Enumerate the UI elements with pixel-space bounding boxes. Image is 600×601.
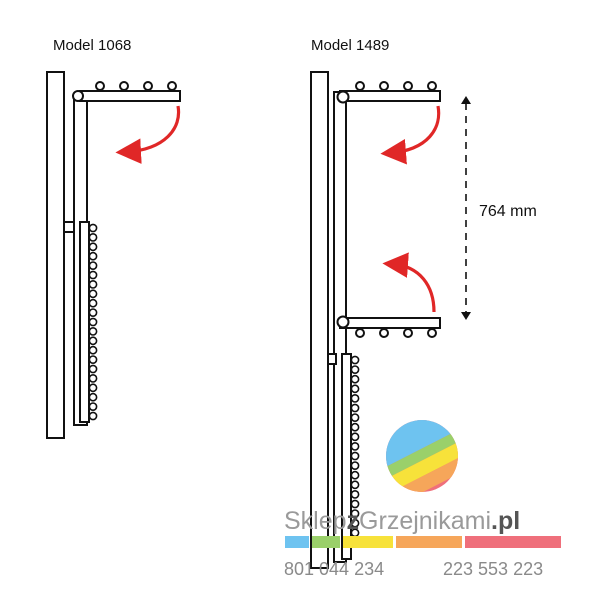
radiator-rib — [88, 355, 98, 364]
radiator-rib — [88, 373, 98, 383]
radiator-rib — [88, 402, 98, 411]
radiator-rib — [88, 383, 98, 393]
dimension-line — [461, 96, 471, 320]
radiator-rib — [88, 232, 98, 242]
radiator-rib — [350, 432, 360, 442]
radiator-rib — [350, 403, 360, 413]
radiator-rib — [350, 461, 360, 470]
radiator-rib — [350, 393, 360, 403]
model-1489-title: Model 1489 — [311, 37, 389, 54]
rotation-arrow-1068 — [115, 105, 181, 164]
wall-panel-1068 — [46, 71, 65, 439]
radiator-rib — [88, 411, 98, 421]
radiator-rib — [88, 223, 98, 233]
radiator-rib — [350, 413, 360, 422]
radiator-rib — [88, 298, 98, 308]
brand-name-part3: Grzejnikami — [359, 507, 491, 535]
radiator-rib — [350, 499, 360, 509]
brand-name-part4: .pl — [491, 507, 520, 535]
radiator-rib — [350, 470, 360, 480]
radiator-rib — [350, 489, 360, 499]
model-1489-drawing — [310, 71, 441, 569]
radiator-rib — [88, 345, 98, 355]
brand-color-strip — [285, 536, 561, 548]
lower-radiator-1068 — [79, 221, 90, 423]
radiator-rib — [350, 441, 360, 451]
brand-name-part1: Sklep — [284, 507, 347, 535]
radiator-ribs-1489 — [350, 355, 360, 547]
radiator-rib — [88, 289, 98, 299]
radiator-rib — [88, 336, 98, 346]
radiator-rib — [350, 518, 360, 528]
bar-hinge-1068 — [72, 90, 84, 102]
upper-towel-bar-1489 — [339, 90, 441, 102]
radiator-rib — [88, 261, 98, 270]
radiator-rib — [350, 509, 360, 518]
brand-name: SklepzGrzejnikami.pl — [284, 507, 520, 535]
lower-towel-bar-1489 — [339, 317, 441, 329]
radiator-rib — [88, 270, 98, 280]
radiator-rib — [88, 317, 98, 327]
radiator-rib — [88, 364, 98, 374]
radiator-rib — [88, 392, 98, 402]
radiator-ribs-1068 — [88, 223, 98, 421]
brand-name-part2: z — [347, 507, 360, 535]
svg-text:SklepzGrzejnikami.pl: SklepzGrzejnikami.pl — [284, 507, 520, 535]
model-1068-drawing — [46, 71, 181, 439]
radiator-rib — [350, 365, 360, 374]
radiator-rib — [88, 251, 98, 261]
radiator-rib — [350, 451, 360, 461]
radiator-rib — [88, 308, 98, 317]
radiator-rib — [350, 480, 360, 490]
radiator-rib — [88, 326, 98, 336]
wall-panel-1489 — [310, 71, 329, 569]
radiator-rib — [350, 384, 360, 394]
rotation-arrow-1489-upper — [380, 105, 441, 165]
brand-logo-ball — [386, 420, 458, 492]
dimension-label: 764 mm — [479, 203, 537, 220]
radiator-rib — [350, 422, 360, 432]
towel-bar-1068 — [79, 90, 181, 102]
brand-phone-2: 223 553 223 — [443, 559, 543, 579]
radiator-rib — [88, 279, 98, 289]
radiator-rib — [88, 242, 98, 252]
brand-phone-1: 801 044 234 — [284, 559, 384, 579]
model-1068-title: Model 1068 — [53, 37, 131, 54]
radiator-rib — [350, 355, 360, 365]
rotation-arrow-1489-lower — [382, 252, 436, 313]
radiator-rib — [350, 374, 360, 384]
